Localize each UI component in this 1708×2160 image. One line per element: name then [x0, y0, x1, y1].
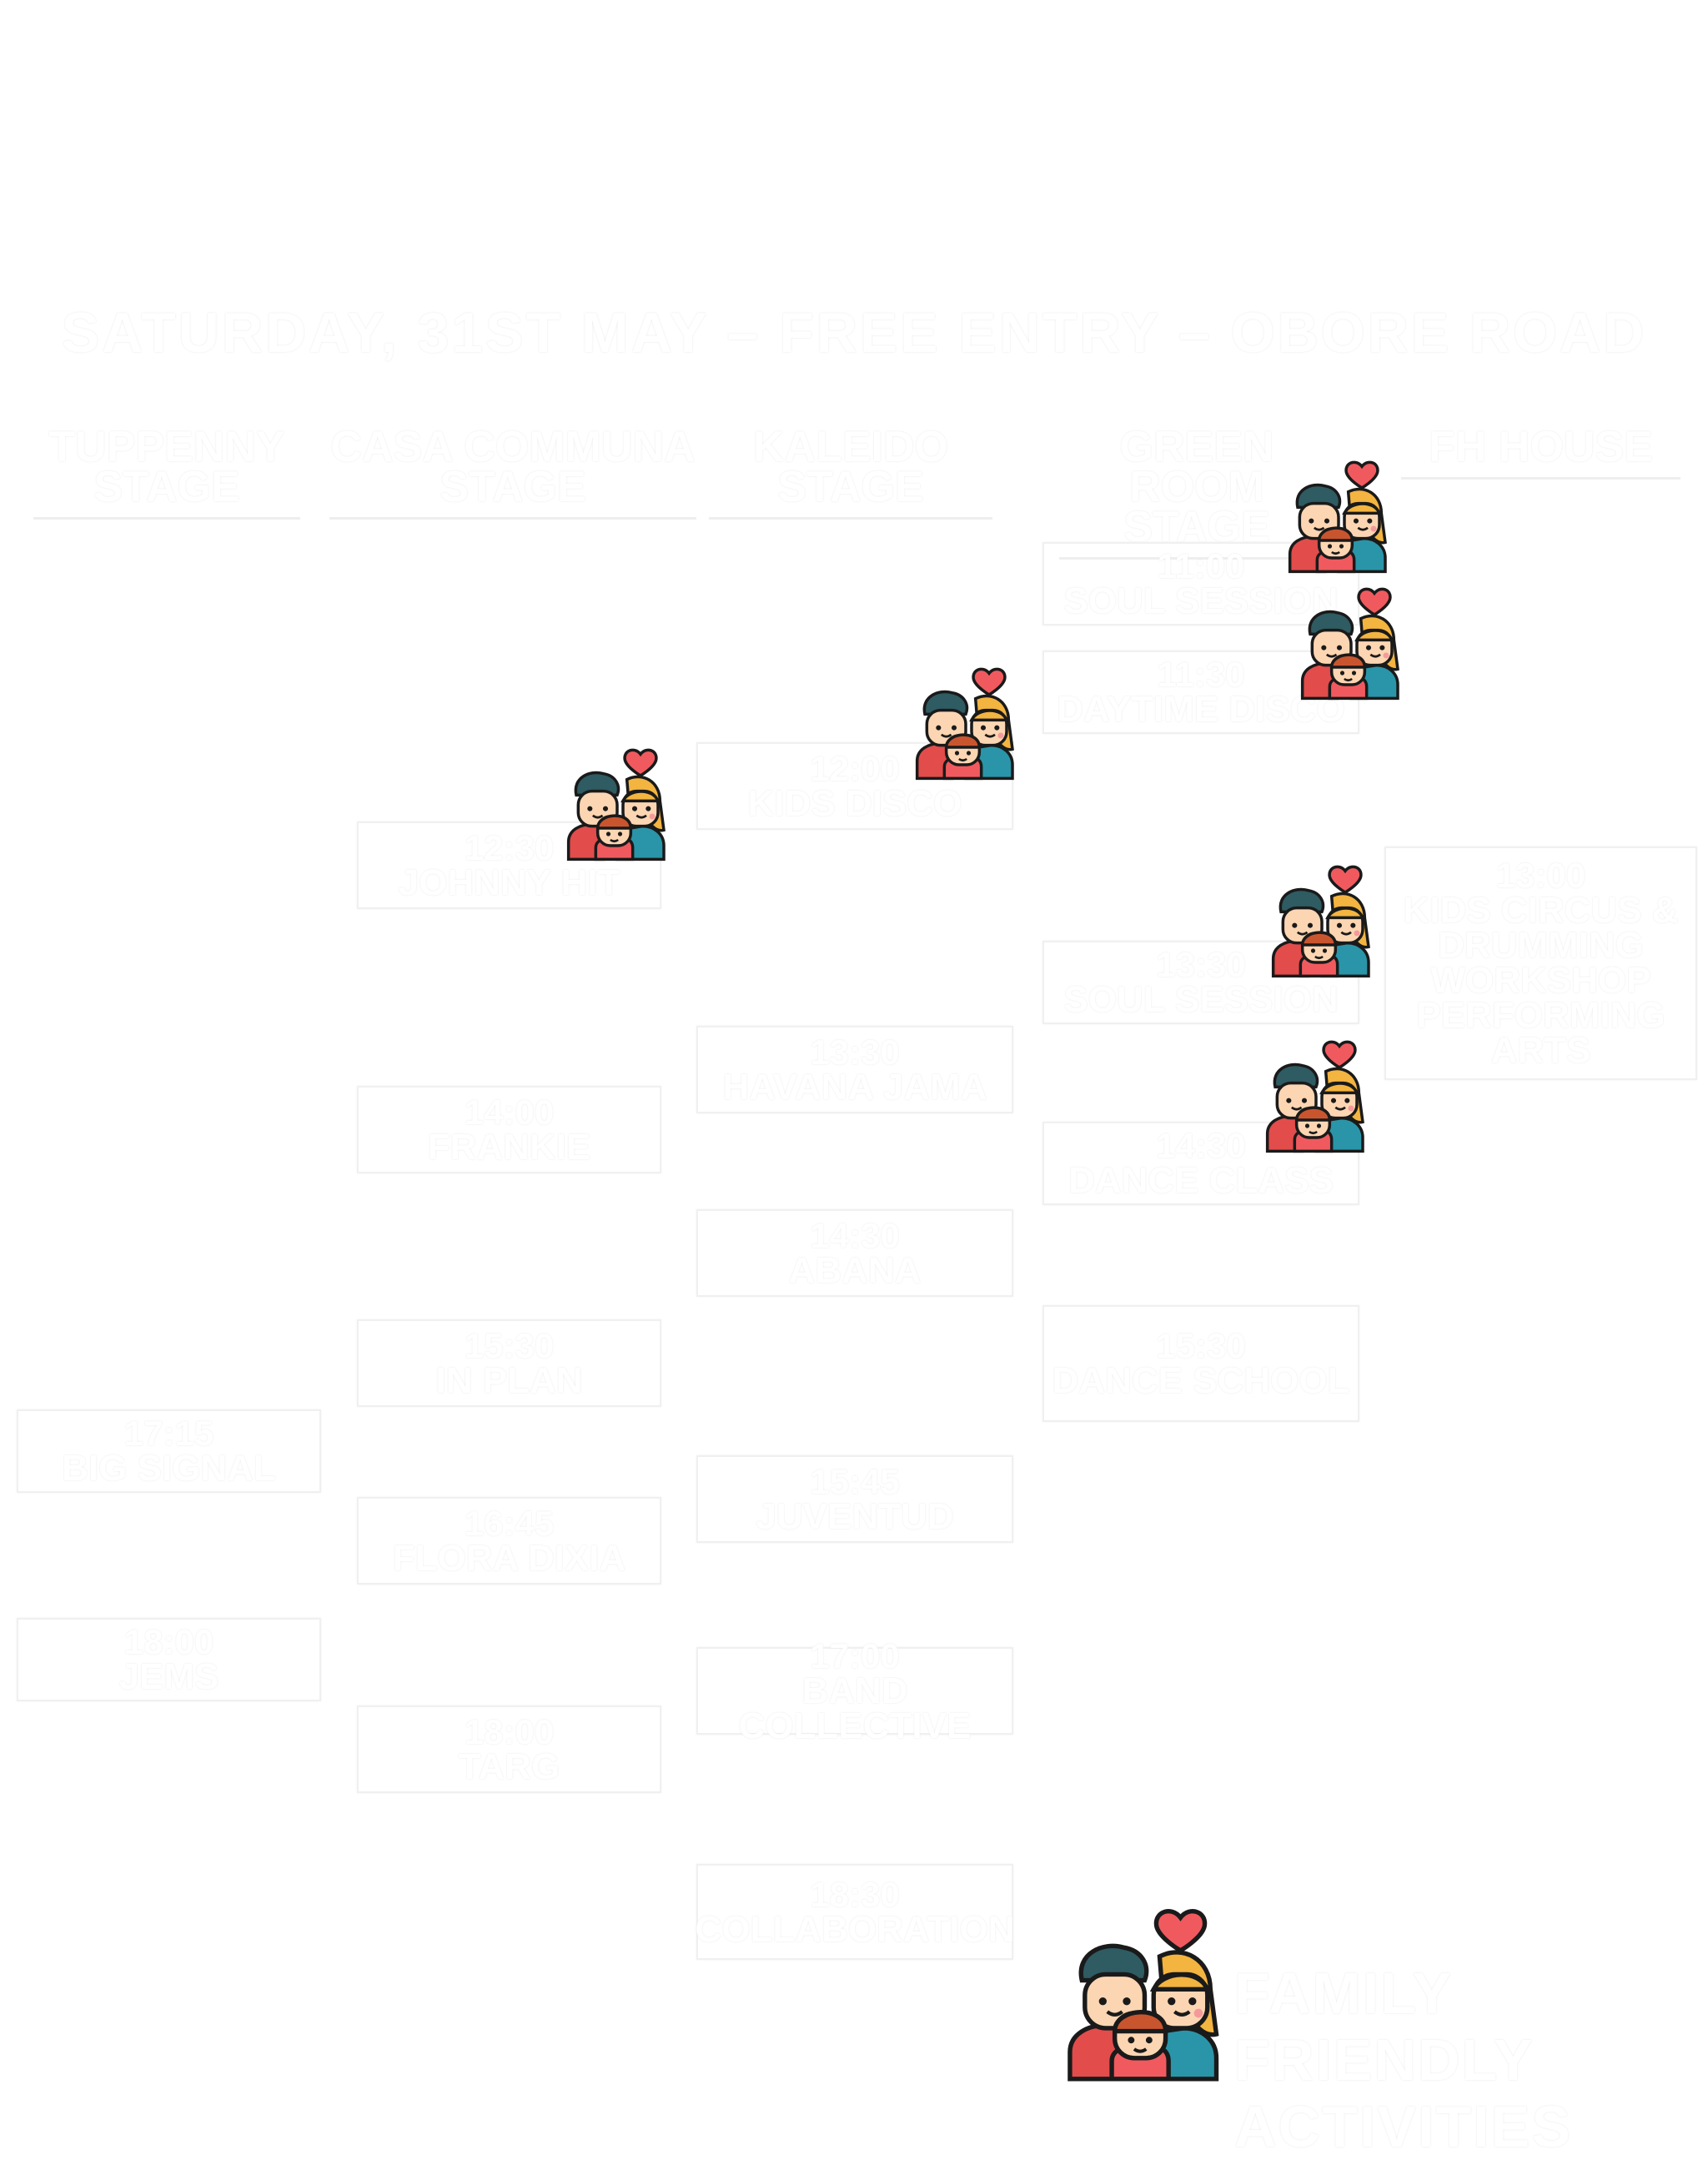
slot-time: 13:30 [810, 1032, 900, 1072]
slot-time: 12:00 [810, 748, 900, 788]
family-icon [1280, 459, 1397, 575]
slot-act: IN PLAN [435, 1359, 583, 1401]
slot-kaleido-3: 14:30 ABANA [696, 1209, 1013, 1297]
slot-tuppenny-2: 18:00 JEMS [17, 1618, 321, 1701]
slot-act: SOUL SESSION [1063, 580, 1339, 621]
family-icon [1258, 1038, 1374, 1155]
legend-label: FAMILY FRIENDLY ACTIVITIES [1234, 1961, 1573, 2159]
slot-time: 13:00 [1495, 856, 1586, 895]
slot-green-4: 14:30 DANCE CLASS [1042, 1122, 1359, 1205]
slot-kaleido-6: 18:30 COLLABORATION [695, 1864, 1015, 1960]
slot-time: 12:30 [464, 827, 555, 867]
slot-time: 11:30 [1157, 655, 1245, 694]
slot-act: BIG SIGNAL [62, 1448, 276, 1489]
slot-casa-4: 16:45 FLORA DIXIA [357, 1497, 661, 1585]
slot-time: 16:45 [464, 1503, 555, 1543]
slot-time: 17:00 [810, 1635, 900, 1675]
slot-kaleido-4: 15:45 JUVENTUD [696, 1455, 1013, 1543]
family-icon [559, 746, 676, 863]
slot-tuppenny-1: 17:15 BIG SIGNAL [17, 1409, 321, 1493]
slot-act: DAYTIME DISCO [1057, 689, 1345, 730]
slot-casa-2: 14:00 FRANKIE [357, 1086, 661, 1173]
slot-green-5: 15:30 DANCE SCHOOL [1042, 1305, 1359, 1422]
slot-act: JUVENTUD [756, 1495, 954, 1537]
slot-time: 18:00 [123, 1622, 214, 1661]
stage-header-tuppenny: TUPPENNY STAGE [33, 425, 300, 520]
slot-time: 13:30 [1156, 945, 1246, 984]
slot-act: DANCE SCHOOL [1052, 1360, 1350, 1401]
slot-kaleido-5: 17:00 BAND COLLECTIVE [696, 1638, 1013, 1744]
stage-header-kaleido: KALEIDO STAGE [709, 425, 992, 520]
slot-casa-3: 15:30 IN PLAN [357, 1319, 661, 1407]
family-icon [1293, 585, 1409, 702]
page-title: SATURDAY, 31ST MAY – FREE ENTRY – OBORE … [61, 301, 1647, 364]
slot-act: COLLABORATION [695, 1908, 1015, 1950]
slot-act: KIDS CIRCUS & DRUMMING WORKSHOP PERFORMI… [1403, 890, 1679, 1071]
family-icon-legend [1055, 1906, 1234, 2085]
slot-kaleido-1: 12:00 KIDS DISCO [696, 742, 1013, 830]
slot-fh-1: 13:00 KIDS CIRCUS & DRUMMING WORKSHOP PE… [1384, 846, 1697, 1080]
slot-time: 18:00 [464, 1711, 555, 1751]
slot-green-2: 11:30 DAYTIME DISCO [1042, 651, 1359, 734]
slot-casa-5: 18:00 TARG [357, 1705, 661, 1793]
slot-act: JEMS [118, 1656, 219, 1697]
slot-act: JOHNNY HIT [398, 861, 620, 903]
slot-act: FLORA DIXIA [392, 1537, 626, 1579]
slot-act: TARG [458, 1746, 560, 1787]
slot-time: 14:30 [1156, 1126, 1246, 1165]
family-icon [907, 666, 1024, 782]
stage-header-green: GREEN ROOM STAGE [1059, 425, 1334, 560]
slot-casa-1: 12:30 JOHNNY HIT [357, 821, 661, 909]
slot-act: ABANA [788, 1249, 922, 1291]
slot-time: 14:30 [810, 1215, 900, 1255]
slot-time: 14:00 [464, 1092, 555, 1132]
slot-time: 18:30 [810, 1874, 900, 1914]
slot-kaleido-2: 13:30 HAVANA JAMA [696, 1026, 1013, 1113]
slot-act: BAND COLLECTIVE [738, 1670, 972, 1746]
slot-act: DANCE CLASS [1068, 1160, 1334, 1201]
slot-green-1: 11:00 SOUL SESSION [1042, 542, 1359, 625]
slot-act: FRANKIE [427, 1126, 591, 1168]
family-icon [1263, 863, 1380, 980]
slot-act: KIDS DISCO [747, 782, 962, 824]
slot-time: 15:45 [810, 1461, 900, 1501]
stage-header-casa: CASA COMMUNA STAGE [329, 425, 696, 520]
stage-header-fh: FH HOUSE [1401, 425, 1680, 480]
slot-act: HAVANA JAMA [722, 1066, 987, 1108]
slot-time: 15:30 [464, 1325, 555, 1365]
slot-time: 15:30 [1156, 1326, 1246, 1365]
slot-time: 17:15 [123, 1414, 214, 1453]
slot-green-3: 13:30 SOUL SESSION [1042, 941, 1359, 1024]
slot-time: 11:00 [1157, 546, 1245, 585]
slot-act: SOUL SESSION [1063, 979, 1339, 1020]
